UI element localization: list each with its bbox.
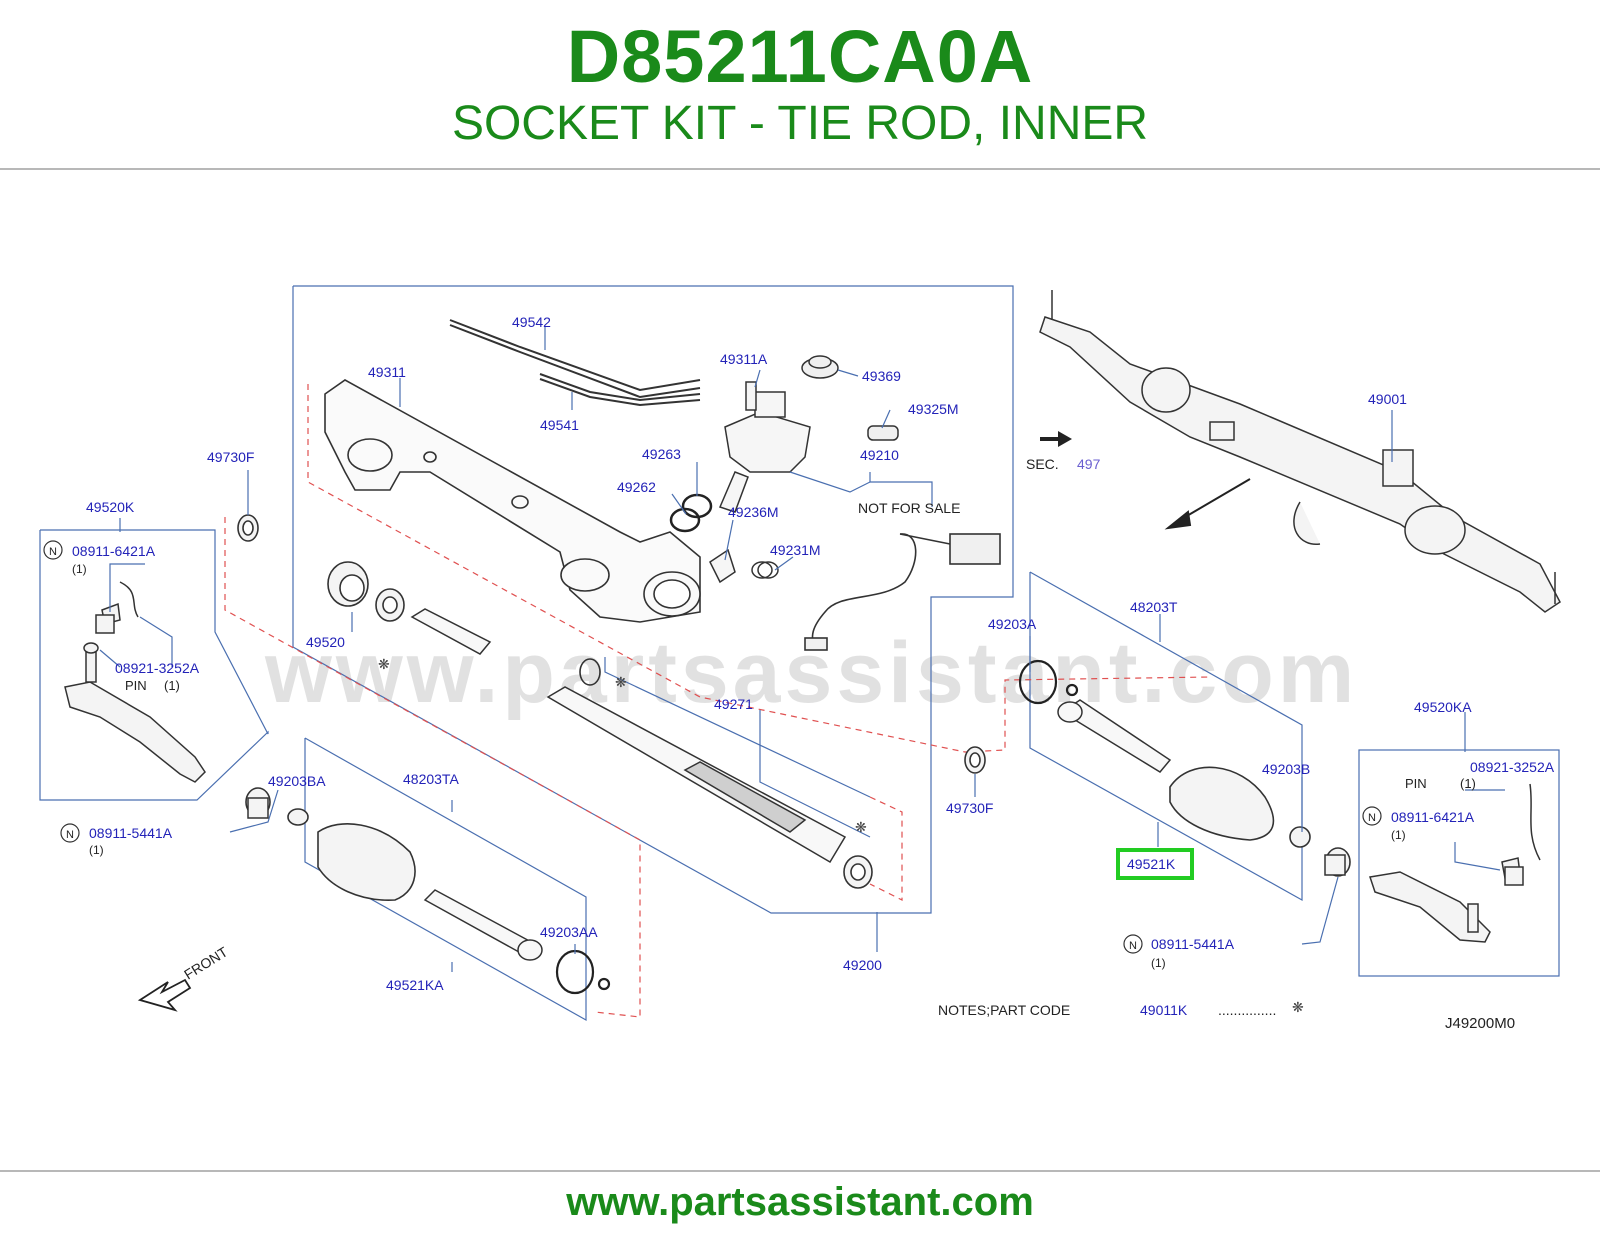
right-jam-nut-qty: (1) xyxy=(1151,956,1166,970)
callout-49542: 49542 xyxy=(512,314,551,330)
parts-diagram: www.partsassistant.com xyxy=(0,172,1600,1168)
notes-dots: ............... xyxy=(1218,1002,1276,1018)
cover-49236m xyxy=(709,548,736,584)
svg-text:❋: ❋ xyxy=(1292,999,1304,1015)
callout-49311a: 49311A xyxy=(720,351,768,367)
callout-49200: 49200 xyxy=(843,957,882,973)
footer-website-url: www.partsassistant.com xyxy=(566,1180,1034,1224)
callout-49262: 49262 xyxy=(617,479,656,495)
callout-49001: 49001 xyxy=(1368,391,1407,407)
callout-49730f-bottom: 49730F xyxy=(946,800,993,816)
callout-49311: 49311 xyxy=(368,364,406,380)
right-box-nut-part: 08911-6421A xyxy=(1391,809,1475,825)
left-jam-nut-qty: (1) xyxy=(89,843,104,857)
callout-49263: 49263 xyxy=(642,446,681,462)
seal-49520 xyxy=(327,561,405,622)
left-box-nut-part: 08911-6421A xyxy=(72,543,156,559)
spring-49231m xyxy=(751,561,779,579)
callout-49730f-top: 49730F xyxy=(207,449,254,465)
callout-49203b: 49203B xyxy=(1262,761,1310,777)
part-description: SOCKET KIT - TIE ROD, INNER xyxy=(451,97,1149,150)
right-box-nut-qty: (1) xyxy=(1391,828,1406,842)
dashed-assembly-lines xyxy=(224,384,1211,1018)
left-box-pin-part: 08921-3252A xyxy=(115,660,200,676)
ring-49730f-top xyxy=(237,514,259,542)
left-box-pin-qty: (1) xyxy=(164,678,180,693)
notes-label: NOTES;PART CODE xyxy=(938,1002,1070,1018)
footer-divider xyxy=(0,1170,1600,1172)
left-jam-nut-part: 08911-5441A xyxy=(89,825,173,841)
boot-48203ta xyxy=(245,787,416,901)
wire-harness xyxy=(804,533,1001,651)
front-label: FRONT xyxy=(181,943,231,982)
callout-49520ka: 49520KA xyxy=(1414,699,1472,715)
not-for-sale-label: NOT FOR SALE xyxy=(858,500,960,516)
page-header: D85211CA0A SOCKET KIT - TIE ROD, INNER xyxy=(0,0,1600,170)
jam-nuts xyxy=(95,614,1524,886)
right-box-pin-qty: (1) xyxy=(1460,776,1476,791)
callout-49325m: 49325M xyxy=(908,401,959,417)
svg-text:❋: ❋ xyxy=(855,819,867,835)
direction-arrow xyxy=(1164,478,1251,530)
oring-49203a xyxy=(1018,659,1079,705)
callout-49369: 49369 xyxy=(862,368,901,384)
inner-rod-49521ka xyxy=(423,889,543,961)
callout-49520: 49520 xyxy=(306,634,345,650)
callout-49521k: 49521K xyxy=(1127,856,1176,872)
housing-group-outline xyxy=(39,285,1560,1022)
svg-text:❋: ❋ xyxy=(615,674,627,690)
exploded-view-svg: www.partsassistant.com xyxy=(39,285,1561,1032)
callout-49520k: 49520K xyxy=(86,499,135,515)
callout-49203aa: 49203AA xyxy=(540,924,598,940)
boot-48203t xyxy=(1169,766,1351,877)
assembled-rack-49001 xyxy=(1039,290,1561,613)
ring-oil-seal-bottom xyxy=(843,855,873,889)
callout-49541: 49541 xyxy=(540,417,579,433)
front-arrow xyxy=(137,978,192,1012)
tie-rod-end-right xyxy=(1369,783,1541,943)
callout-49236m: 49236M xyxy=(728,504,779,520)
plug-49325m xyxy=(867,425,899,441)
callout-49210: 49210 xyxy=(860,447,899,463)
rack-housing-drawing xyxy=(324,379,701,623)
sec-label: SEC. xyxy=(1026,456,1059,472)
pinion-valve xyxy=(718,381,811,513)
part-number-title: D85211CA0A xyxy=(566,15,1034,98)
callout-49203ba: 49203BA xyxy=(268,773,326,789)
asterisk-symbols: ❋ ❋ ❋ ❋ xyxy=(378,656,1304,1015)
oring-49203aa xyxy=(555,949,611,995)
rack-bar-49271 xyxy=(410,608,847,864)
inner-rod-49521k xyxy=(1057,699,1172,773)
left-box-n-symbol: N xyxy=(49,546,57,558)
leader-lines xyxy=(99,327,1505,972)
ring-small-oring xyxy=(579,658,601,686)
left-jam-nut-n-symbol: N xyxy=(66,829,74,841)
notes-part-code: 49011K xyxy=(1140,1002,1188,1018)
callout-49271: 49271 xyxy=(714,696,753,712)
left-box-pin-label: PIN xyxy=(125,678,147,693)
sec-reference: 497 xyxy=(1077,456,1101,472)
callout-49203a: 49203A xyxy=(988,616,1037,632)
sec-arrow xyxy=(1040,431,1072,447)
highlight-box-49521k xyxy=(1116,848,1194,880)
callout-48203ta: 48203TA xyxy=(403,771,459,787)
right-jam-nut-n-symbol: N xyxy=(1129,940,1137,952)
right-box-pin-label: PIN xyxy=(1405,776,1427,791)
callout-49521ka: 49521KA xyxy=(386,977,444,993)
dust-cap-49369 xyxy=(801,355,839,379)
callout-49231m: 49231M xyxy=(770,542,821,558)
right-box-n-symbol: N xyxy=(1368,812,1376,824)
left-box-nut-qty: (1) xyxy=(72,562,87,576)
ring-49730f-bottom xyxy=(964,746,986,774)
drawing-code: J49200M0 xyxy=(1445,1015,1515,1032)
n-symbol-circles xyxy=(43,540,1382,954)
right-jam-nut-part: 08911-5441A xyxy=(1151,936,1235,952)
header-divider xyxy=(0,168,1600,170)
hydraulic-pipes xyxy=(449,319,701,407)
svg-text:❋: ❋ xyxy=(378,656,390,672)
callout-48203t: 48203T xyxy=(1130,599,1178,615)
right-box-pin-part: 08921-3252A xyxy=(1470,759,1555,775)
